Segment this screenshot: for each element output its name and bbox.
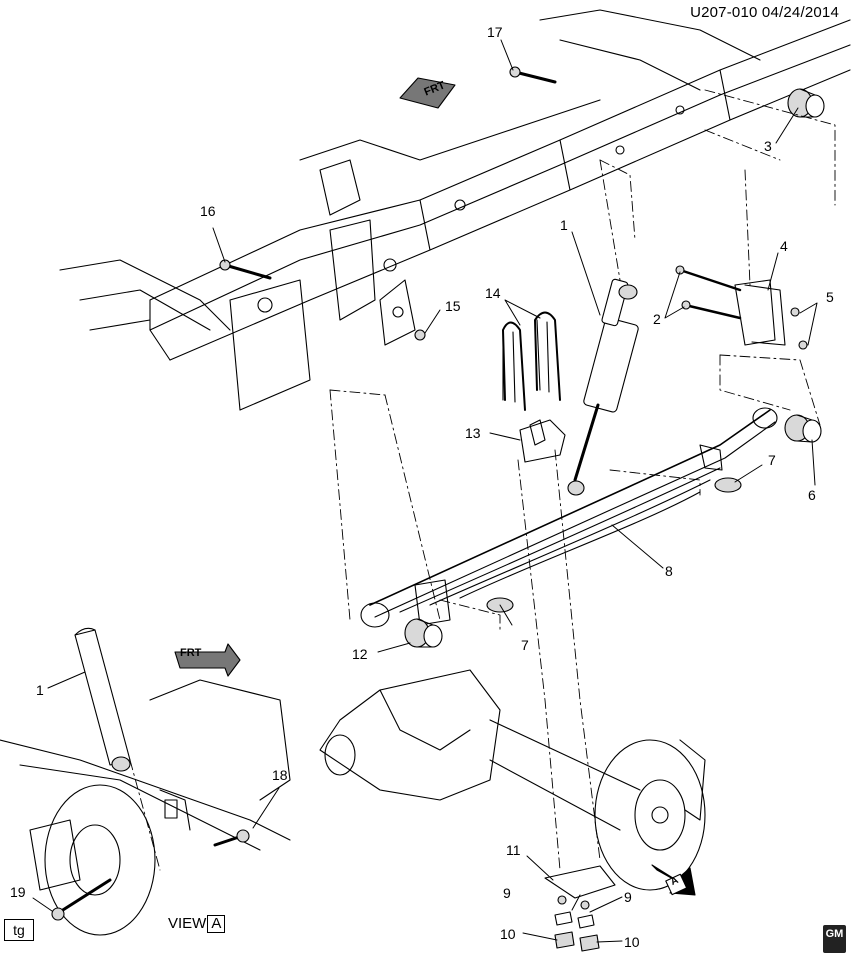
view-a-arrow <box>651 864 696 896</box>
rear-axle <box>319 669 706 891</box>
diagram-code: U207-010 04/24/2014 <box>690 4 839 21</box>
bushing-6 <box>784 414 822 443</box>
callout-11: 11 <box>506 842 521 858</box>
callout-15: 15 <box>445 298 461 314</box>
callout-10-right: 10 <box>624 934 640 950</box>
callout-6: 6 <box>808 487 816 503</box>
spacer-block <box>519 419 566 463</box>
frame-rail <box>59 9 851 411</box>
gm-logo: GM <box>823 925 846 953</box>
callout-9-right: 9 <box>624 889 632 905</box>
frt-arrow-top <box>399 77 456 109</box>
callout-1-inset: 1 <box>36 682 44 698</box>
callout-19: 19 <box>10 884 26 900</box>
view-letter: A <box>207 915 226 933</box>
clamp-plate <box>544 865 616 952</box>
shock-absorber <box>567 278 639 496</box>
u-bolts <box>502 311 561 411</box>
view-text: VIEW <box>168 915 207 932</box>
callout-7-upper: 7 <box>768 452 776 468</box>
callout-5: 5 <box>826 289 834 305</box>
callout-8: 8 <box>665 563 673 579</box>
callout-4: 4 <box>780 238 788 254</box>
callout-2: 2 <box>653 311 661 327</box>
leaf-spring <box>360 407 778 628</box>
callout-16: 16 <box>200 203 216 219</box>
callout-10-left: 10 <box>500 926 516 942</box>
callout-3: 3 <box>764 138 772 154</box>
bushing-12 <box>404 618 443 648</box>
bump-stop <box>486 477 742 613</box>
leader-lines <box>329 89 836 871</box>
callout-17: 17 <box>487 24 503 40</box>
tag-box: tg <box>4 919 34 941</box>
bolts <box>219 66 557 341</box>
callout-1: 1 <box>560 217 568 233</box>
callout-pointers <box>32 39 818 943</box>
gm-logo-text: GM <box>825 928 844 940</box>
frt-label-inset: FRT <box>180 647 202 659</box>
shackle <box>675 265 808 350</box>
bushing-3 <box>787 88 825 118</box>
callout-13: 13 <box>465 425 481 441</box>
callout-7-lower: 7 <box>521 637 529 653</box>
callout-9-left: 9 <box>503 885 511 901</box>
callout-12: 12 <box>352 646 368 662</box>
callout-14: 14 <box>485 285 501 301</box>
inset-view <box>0 627 291 936</box>
callout-18: 18 <box>272 767 288 783</box>
frt-arrow-inset <box>174 643 241 677</box>
